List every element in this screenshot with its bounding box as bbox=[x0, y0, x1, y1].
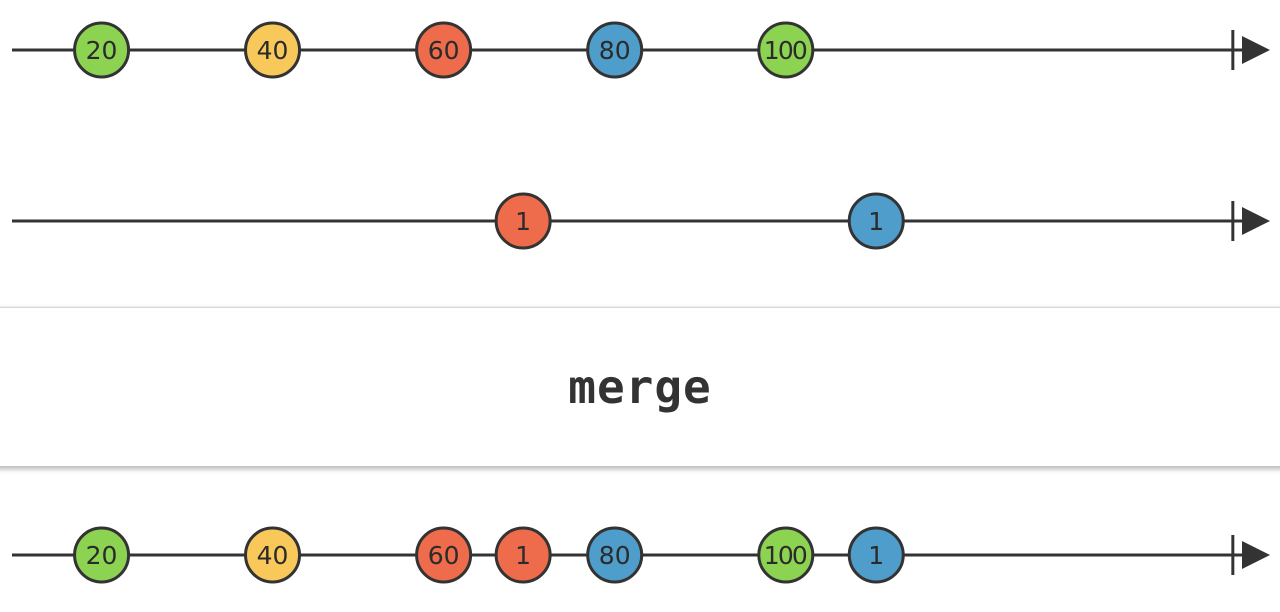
marble-circle bbox=[494, 192, 552, 250]
marble-circle bbox=[244, 526, 302, 584]
marble: 1 bbox=[847, 192, 905, 250]
marble-circle bbox=[415, 526, 473, 584]
marble: 60 bbox=[415, 21, 473, 79]
marble: 20 bbox=[73, 526, 131, 584]
marble: 1 bbox=[847, 526, 905, 584]
marble-label: 1 bbox=[515, 541, 531, 570]
marble: 20 bbox=[73, 21, 131, 79]
marble-circle bbox=[494, 526, 552, 584]
marble-label: 40 bbox=[257, 541, 289, 570]
marble: 100 bbox=[757, 526, 815, 584]
marble-label: 100 bbox=[764, 541, 808, 570]
marble: 80 bbox=[586, 526, 644, 584]
marble-circle bbox=[244, 21, 302, 79]
marble-label: 1 bbox=[515, 207, 531, 236]
marble-circle bbox=[415, 21, 473, 79]
marble-label: 80 bbox=[599, 36, 631, 65]
marble-circle bbox=[73, 526, 131, 584]
timeline-output: 20 40 60 1 80 100 1 bbox=[12, 526, 1270, 584]
timeline-arrow-icon bbox=[1242, 541, 1270, 569]
timeline-arrow-icon bbox=[1242, 36, 1270, 64]
marble: 60 bbox=[415, 526, 473, 584]
operator-box: merge bbox=[0, 307, 1280, 466]
marble-label: 20 bbox=[86, 36, 118, 65]
timeline-input-1: 20 40 60 80 100 bbox=[12, 21, 1270, 79]
marble: 1 bbox=[494, 192, 552, 250]
marble-circle bbox=[586, 526, 644, 584]
marble-circle bbox=[73, 21, 131, 79]
marble-label: 40 bbox=[257, 36, 289, 65]
marble-circle bbox=[757, 526, 815, 584]
marble: 1 bbox=[494, 526, 552, 584]
marble-label: 60 bbox=[428, 36, 460, 65]
marble-label: 20 bbox=[86, 541, 118, 570]
marble-label: 80 bbox=[599, 541, 631, 570]
marble-label: 100 bbox=[764, 36, 808, 65]
timeline-arrow-icon bbox=[1242, 207, 1270, 235]
marble: 80 bbox=[586, 21, 644, 79]
marble: 40 bbox=[244, 21, 302, 79]
marble-label: 1 bbox=[868, 207, 884, 236]
marble-label: 60 bbox=[428, 541, 460, 570]
marble-label: 1 bbox=[868, 541, 884, 570]
marble: 100 bbox=[757, 21, 815, 79]
marble-circle bbox=[847, 526, 905, 584]
marble: 40 bbox=[244, 526, 302, 584]
marble-circle bbox=[757, 21, 815, 79]
operator-label: merge bbox=[568, 360, 712, 414]
marble-circle bbox=[847, 192, 905, 250]
marble-circle bbox=[586, 21, 644, 79]
